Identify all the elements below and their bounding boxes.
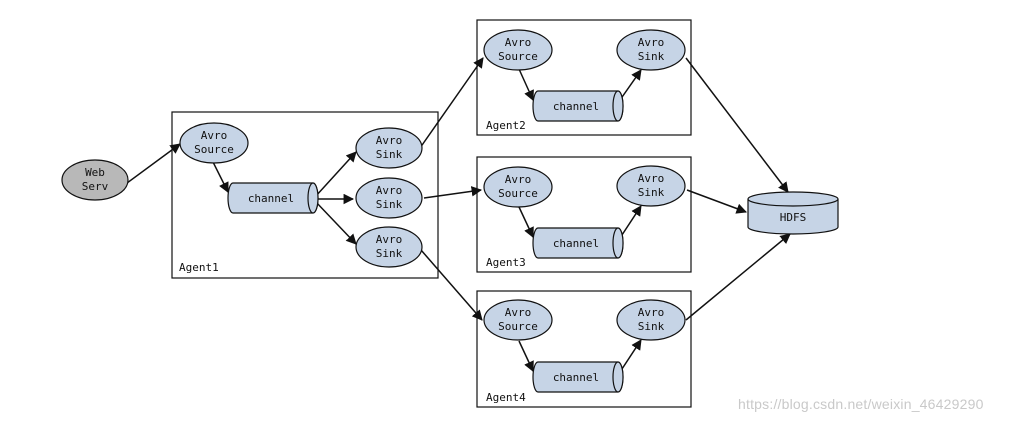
edge-agent3-channel-to-sink <box>619 205 642 239</box>
agent1-sink1-node: Avro Sink <box>355 127 423 169</box>
agent1-sink3-line2: Sink <box>376 247 403 260</box>
web-server-line2: Serv <box>82 180 109 193</box>
edge-agent1-source-to-channel <box>212 161 229 193</box>
agent1-sink2-line2: Sink <box>376 198 403 211</box>
edge-agent1-channel-to-sink3 <box>314 200 357 245</box>
agent2-channel-label: channel <box>553 100 599 113</box>
agent4-channel-node: channel <box>532 361 624 393</box>
agent2-source-line2: Source <box>498 50 538 63</box>
agent1-source-line2: Source <box>194 143 234 156</box>
agent4-label: Agent4 <box>486 391 526 404</box>
agent1-sink2-line1: Avro <box>376 184 403 197</box>
agent2-channel-node: channel <box>532 90 624 122</box>
agent3-source-line1: Avro <box>505 173 532 186</box>
agent2-label: Agent2 <box>486 119 526 132</box>
agent2-sink-line1: Avro <box>638 36 665 49</box>
agent3-source-node: Avro Source <box>483 166 553 208</box>
agent3-channel-node: channel <box>532 227 624 259</box>
web-server-line1: Web <box>85 166 105 179</box>
agent4-box <box>476 290 692 408</box>
watermark: https://blog.csdn.net/weixin_46429290 <box>738 396 984 412</box>
agent1-source-node: Avro Source <box>179 122 249 164</box>
edge-agent4-source-to-channel <box>518 340 534 372</box>
hdfs-label: HDFS <box>780 211 807 224</box>
agent4-channel-label: channel <box>553 371 599 384</box>
edge-agent1-sink2-to-agent3-source <box>423 186 483 199</box>
agent1-sink1-line1: Avro <box>376 134 403 147</box>
edge-agent2-sink-to-hdfs <box>685 57 789 193</box>
agent1-sink1-line2: Sink <box>376 148 403 161</box>
edge-agent3-source-to-channel <box>518 206 534 238</box>
edge-agent4-channel-to-sink <box>619 339 642 373</box>
agent3-box <box>476 156 692 273</box>
web-server-node: Web Serv <box>61 159 129 201</box>
agent1-box <box>171 111 439 279</box>
edge-agent4-sink-to-hdfs <box>685 233 791 321</box>
agent3-sink-line2: Sink <box>638 186 665 199</box>
edge-agent2-source-to-channel <box>518 68 534 101</box>
agent1-channel-label: channel <box>248 192 294 205</box>
agent4-sink-line2: Sink <box>638 320 665 333</box>
agent3-sink-node: Avro Sink <box>616 165 686 207</box>
edge-agent1-channel-to-sink1 <box>314 151 357 198</box>
agent2-sink-line2: Sink <box>638 50 665 63</box>
hdfs-node: HDFS <box>747 191 839 235</box>
edge-agent1-sink3-to-agent4-source <box>420 249 483 321</box>
agent4-source-node: Avro Source <box>483 299 553 341</box>
edge-agent3-sink-to-hdfs <box>686 189 747 214</box>
edge-agent2-channel-to-sink <box>619 69 642 101</box>
agent3-label: Agent3 <box>486 256 526 269</box>
agent1-sink3-line1: Avro <box>376 233 403 246</box>
agent4-sink-node: Avro Sink <box>616 299 686 341</box>
agent2-box <box>476 19 692 136</box>
agent2-sink-node: Avro Sink <box>616 29 686 71</box>
edge-web-to-agent1-source <box>126 143 181 184</box>
agent3-sink-line1: Avro <box>638 172 665 185</box>
agent1-source-line1: Avro <box>201 129 228 142</box>
agent3-source-line2: Source <box>498 187 538 200</box>
agent1-label: Agent1 <box>179 261 219 274</box>
agent2-source-line1: Avro <box>505 36 532 49</box>
agent1-channel-node: channel <box>227 182 319 214</box>
agent1-sink3-node: Avro Sink <box>355 226 423 268</box>
agent1-sink2-node: Avro Sink <box>355 177 423 219</box>
agent4-sink-line1: Avro <box>638 306 665 319</box>
agent4-source-line2: Source <box>498 320 538 333</box>
agent2-source-node: Avro Source <box>483 29 553 71</box>
agent3-channel-label: channel <box>553 237 599 250</box>
connections <box>126 57 791 373</box>
agent4-source-line1: Avro <box>505 306 532 319</box>
edge-agent1-sink1-to-agent2-source <box>419 57 484 149</box>
